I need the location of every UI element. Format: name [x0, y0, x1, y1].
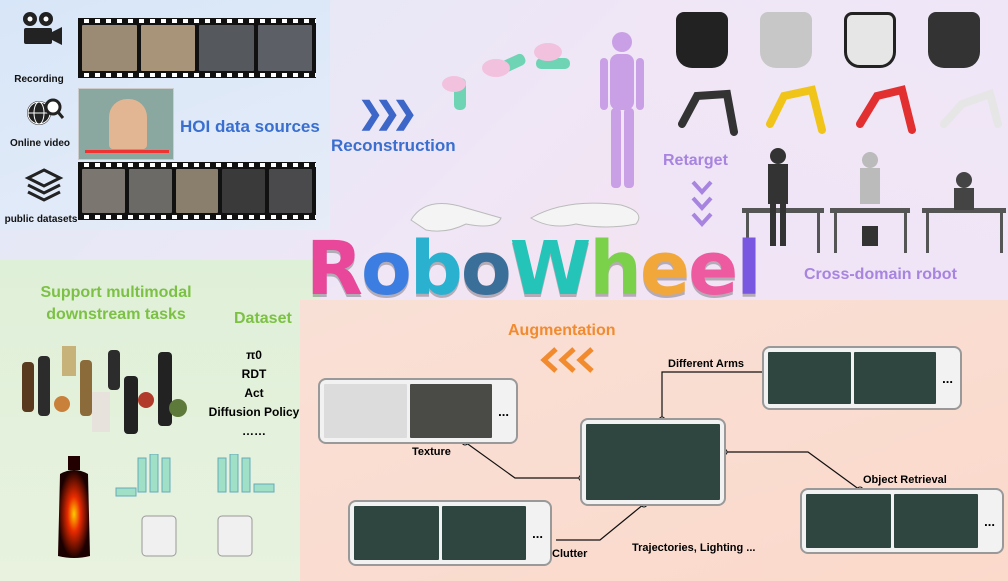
logo-letter: o: [460, 226, 512, 312]
policy-item: ……: [242, 424, 266, 438]
different-arms-box: ...: [762, 346, 962, 410]
logo-letter: o: [360, 226, 412, 312]
object-collection: [18, 342, 194, 438]
texture-box: ...: [318, 378, 518, 444]
recording-filmstrip: [78, 18, 316, 78]
policy-item: RDT: [241, 367, 267, 381]
bottle-heatmap: [52, 456, 96, 560]
dexterous-hands-row: [676, 12, 1006, 74]
video-camera-icon: [20, 10, 64, 50]
online-video-caption: Online video: [9, 138, 70, 149]
robot-arms-row: [672, 84, 1008, 136]
texture-ellipsis: ...: [498, 403, 509, 419]
datasets-filmstrip: [78, 162, 316, 220]
hand-meshes: [406, 190, 656, 240]
clutter-box: ...: [348, 500, 552, 566]
layers-icon: [24, 166, 64, 206]
retarget-arrows-icon: [690, 178, 714, 238]
object-retrieval-label: Object Retrieval: [863, 474, 947, 486]
augmentation-arrows-icon: [538, 346, 602, 374]
clutter-ellipsis: ...: [532, 525, 543, 541]
clutter-label: Clutter: [552, 548, 588, 560]
online-video-thumbnail: [78, 88, 174, 160]
reconstruction-label: Reconstruction: [331, 136, 456, 155]
public-datasets-caption: public datasets: [4, 214, 78, 225]
logo-letter: e: [639, 226, 690, 312]
humanoid-robots-row: [742, 146, 1008, 258]
human-body-mesh: [594, 28, 646, 192]
downstream-title-line1: Support multimodal: [40, 284, 192, 301]
policy-item: π0: [246, 348, 262, 362]
logo-letter: b: [409, 226, 463, 312]
downstream-title-line2: downstream tasks: [46, 306, 186, 323]
object-retrieval-box: ...: [800, 488, 1004, 554]
hand-object-sequence: [436, 38, 596, 118]
globe-search-icon: [24, 96, 65, 132]
trajectories-label: Trajectories, Lighting ...: [632, 542, 756, 554]
reconstruction-arrows-icon: ❯❯❯: [358, 97, 417, 130]
logo-letter: e: [688, 226, 738, 312]
logo-letter: h: [589, 226, 642, 312]
hoi-sources-title: HOI data sources: [180, 117, 320, 136]
policy-item: Act: [244, 386, 264, 400]
dataset-label: Dataset: [234, 310, 292, 327]
policy-item: Diffusion Policy: [208, 405, 300, 419]
texture-label: Texture: [412, 446, 451, 458]
robot-hand-grasp-models: [112, 453, 302, 560]
different-arms-label: Different Arms: [668, 358, 744, 370]
cross-domain-label: Cross-domain robot: [804, 266, 957, 283]
center-scene-box: [580, 418, 726, 506]
logo-letter: W: [509, 226, 592, 312]
object-retrieval-ellipsis: ...: [984, 513, 995, 529]
logo-letter: l: [736, 226, 761, 312]
logo-letter: R: [306, 226, 363, 312]
recording-caption: Recording: [14, 74, 64, 85]
retarget-label: Retarget: [663, 152, 728, 169]
downstream-title: Support multimodal downstream tasks: [16, 282, 216, 326]
augmentation-label: Augmentation: [508, 322, 616, 339]
different-arms-ellipsis: ...: [942, 370, 953, 386]
